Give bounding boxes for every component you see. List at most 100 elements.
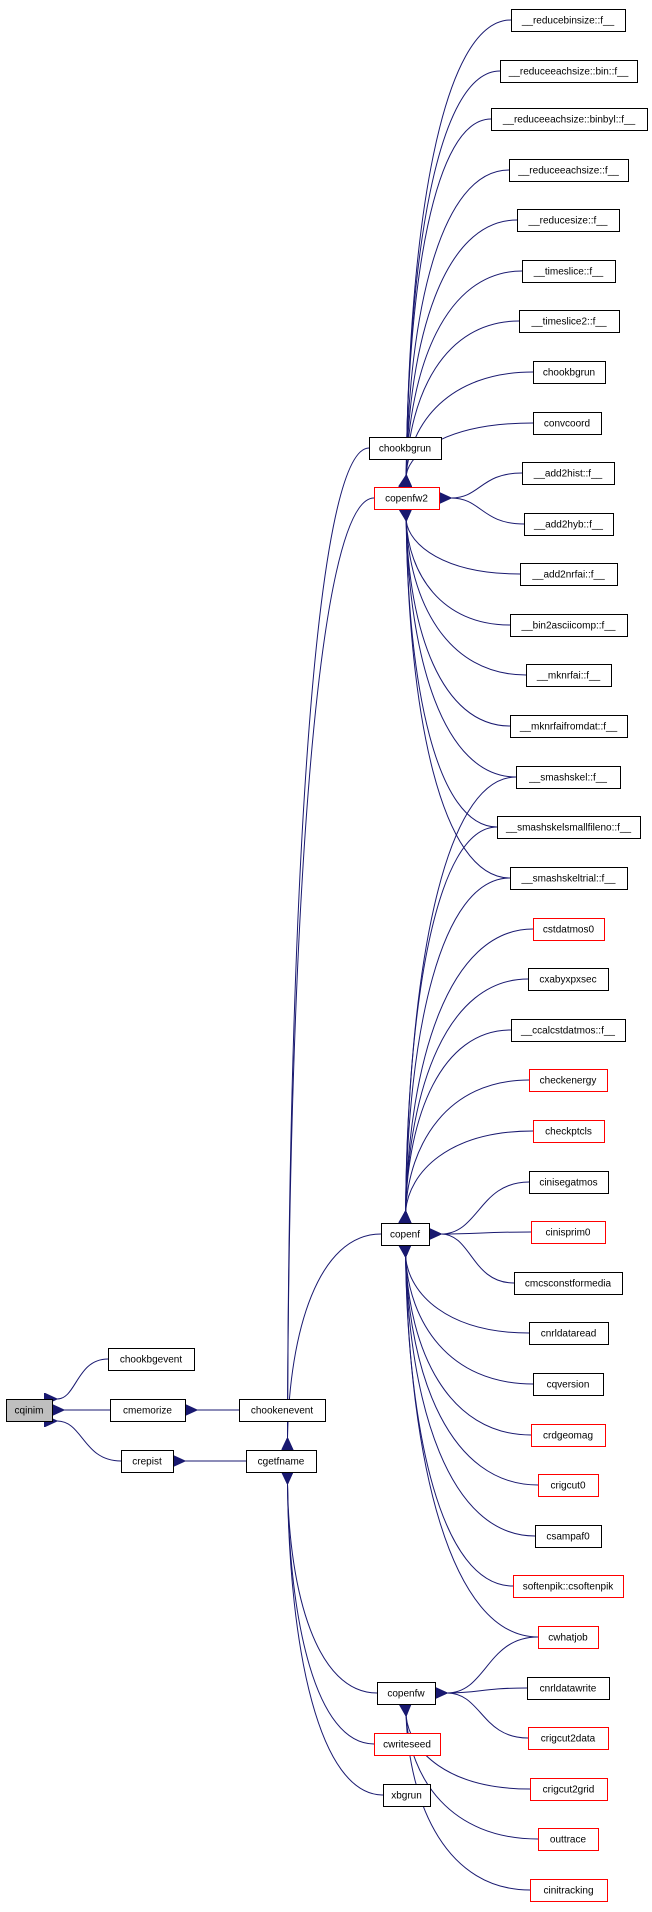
node-crigcut0[interactable]: crigcut0 bbox=[538, 1474, 599, 1497]
node-label: __add2hyb::f__ bbox=[533, 520, 603, 531]
node-box bbox=[531, 1424, 606, 1447]
node-crepist[interactable]: crepist bbox=[121, 1450, 174, 1473]
node-label: __bin2asciicomp::f__ bbox=[521, 621, 616, 632]
node-label: checkenergy bbox=[540, 1076, 597, 1087]
edge-copenfw-crigcut2grid bbox=[406, 1716, 531, 1790]
node-smashskelsmallfileno[interactable]: __smashskelsmallfileno::f__ bbox=[497, 816, 641, 839]
node-bin2asciicomp[interactable]: __bin2asciicomp::f__ bbox=[510, 614, 628, 637]
node-chookbgrun_2[interactable]: chookbgrun bbox=[533, 361, 606, 384]
node-label: softenpik::csoftenpik bbox=[523, 1582, 615, 1593]
node-label: __timeslice::f__ bbox=[533, 267, 604, 278]
edge-copenf-crigcut0 bbox=[406, 1257, 539, 1486]
node-csampaf0[interactable]: csampaf0 bbox=[535, 1525, 602, 1548]
node-cnrldatawrite[interactable]: cnrldatawrite bbox=[527, 1677, 610, 1700]
node-copenfw[interactable]: copenfw bbox=[377, 1682, 436, 1705]
node-smashskeltrial[interactable]: __smashskeltrial::f__ bbox=[510, 867, 628, 890]
node-chookbgrun_1[interactable]: chookbgrun bbox=[369, 437, 442, 460]
edge-cqinim-crepist bbox=[57, 1421, 122, 1462]
edge-copenfw2-mknrfai bbox=[406, 521, 527, 676]
node-cinisprim0[interactable]: cinisprim0 bbox=[531, 1221, 606, 1244]
node-box bbox=[533, 412, 602, 435]
node-label: outtrace bbox=[550, 1835, 587, 1846]
node-label: cstdatmos0 bbox=[543, 925, 595, 936]
node-mknrfaifromdat[interactable]: __mknrfaifromdat::f__ bbox=[510, 715, 628, 738]
edge-cgetfname-cwriteseed bbox=[288, 1484, 375, 1745]
node-label: crdgeomag bbox=[543, 1431, 593, 1442]
node-add2nrfai[interactable]: __add2nrfai::f__ bbox=[520, 563, 618, 586]
node-reducesize[interactable]: __reducesize::f__ bbox=[517, 209, 620, 232]
node-cinitracking[interactable]: cinitracking bbox=[530, 1879, 608, 1902]
node-convcoord[interactable]: convcoord bbox=[533, 412, 602, 435]
node-cgetfname[interactable]: cgetfname bbox=[246, 1450, 317, 1473]
edge-copenfw2-reducesize bbox=[406, 219, 518, 475]
node-box bbox=[246, 1450, 317, 1473]
node-label: cgetfname bbox=[258, 1457, 305, 1468]
node-box bbox=[513, 1575, 624, 1598]
node-softenpik[interactable]: softenpik::csoftenpik bbox=[513, 1575, 624, 1598]
node-chookenevent[interactable]: chookenevent bbox=[239, 1399, 326, 1422]
node-cnrldataread[interactable]: cnrldataread bbox=[529, 1322, 609, 1345]
node-cmcsconstformedia[interactable]: cmcsconstformedia bbox=[514, 1272, 623, 1295]
node-copenf[interactable]: copenf bbox=[381, 1223, 430, 1246]
node-label: copenfw bbox=[387, 1689, 425, 1700]
node-crdgeomag[interactable]: crdgeomag bbox=[531, 1424, 606, 1447]
node-label: cinitracking bbox=[543, 1886, 593, 1897]
node-checkenergy[interactable]: checkenergy bbox=[529, 1069, 608, 1092]
node-add2hist[interactable]: __add2hist::f__ bbox=[522, 462, 615, 485]
node-label: crigcut2data bbox=[541, 1734, 596, 1745]
node-timeslice2[interactable]: __timeslice2::f__ bbox=[519, 310, 620, 333]
node-crigcut2data[interactable]: crigcut2data bbox=[528, 1727, 609, 1750]
node-cwriteseed[interactable]: cwriteseed bbox=[374, 1733, 441, 1756]
edge-copenf-crdgeomag bbox=[406, 1257, 532, 1436]
node-label: __ccalcstdatmos::f__ bbox=[520, 1026, 615, 1037]
node-smashskel[interactable]: __smashskel::f__ bbox=[516, 766, 621, 789]
node-box bbox=[530, 1879, 608, 1902]
node-box bbox=[519, 310, 620, 333]
node-cinisegatmos[interactable]: cinisegatmos bbox=[529, 1171, 609, 1194]
node-label: cxabyxpxsec bbox=[539, 975, 596, 986]
node-outtrace[interactable]: outtrace bbox=[538, 1828, 599, 1851]
node-label: copenf bbox=[390, 1230, 420, 1241]
node-cqversion[interactable]: cqversion bbox=[533, 1373, 604, 1396]
node-box bbox=[538, 1474, 599, 1497]
edge-copenfw2-reducebinsize bbox=[406, 19, 512, 475]
node-reducebinsize[interactable]: __reducebinsize::f__ bbox=[511, 9, 626, 32]
node-reduceeachsize_binbyl[interactable]: __reduceeachsize::binbyl::f__ bbox=[491, 108, 648, 131]
node-checkptcls[interactable]: checkptcls bbox=[533, 1120, 605, 1143]
node-cqinim: cqinim bbox=[6, 1399, 53, 1422]
edge-cgetfname-copenfw2 bbox=[288, 497, 375, 1438]
edge-copenf-smashskelsmallfileno bbox=[406, 826, 498, 1211]
edges bbox=[57, 19, 539, 1891]
node-label: cwriteseed bbox=[383, 1740, 431, 1751]
node-cwhatjob[interactable]: cwhatjob bbox=[538, 1626, 599, 1649]
node-xbgrun[interactable]: xbgrun bbox=[383, 1784, 431, 1807]
node-add2hyb[interactable]: __add2hyb::f__ bbox=[524, 513, 614, 536]
node-cstdatmos0[interactable]: cstdatmos0 bbox=[533, 918, 605, 941]
node-box bbox=[531, 1221, 606, 1244]
node-label: chookbgevent bbox=[120, 1355, 182, 1366]
node-box bbox=[538, 1626, 599, 1649]
node-timeslice[interactable]: __timeslice::f__ bbox=[522, 260, 616, 283]
node-ccalcstdatmos[interactable]: __ccalcstdatmos::f__ bbox=[511, 1019, 626, 1042]
node-reduceeachsize_bin[interactable]: __reduceeachsize::bin::f__ bbox=[500, 60, 638, 83]
node-reduceeachsize[interactable]: __reduceeachsize::f__ bbox=[509, 159, 629, 182]
edge-copenf-checkenergy bbox=[406, 1079, 530, 1211]
node-copenfw2[interactable]: copenfw2 bbox=[374, 487, 440, 510]
node-box bbox=[517, 209, 620, 232]
node-box bbox=[522, 260, 616, 283]
node-label: crepist bbox=[132, 1457, 162, 1468]
edge-copenfw2-smashskelsmallfileno bbox=[406, 521, 498, 828]
node-label: __mknrfaifromdat::f__ bbox=[519, 722, 618, 733]
node-box bbox=[383, 1784, 431, 1807]
edge-copenf-cmcsconstformedia bbox=[441, 1234, 515, 1284]
node-cxabyxpxsec[interactable]: cxabyxpxsec bbox=[528, 968, 609, 991]
edge-copenfw2-reduceeachsize_bin bbox=[406, 70, 501, 475]
node-chookbgevent[interactable]: chookbgevent bbox=[108, 1348, 195, 1371]
node-box bbox=[377, 1682, 436, 1705]
node-box bbox=[527, 1677, 610, 1700]
node-cmemorize[interactable]: cmemorize bbox=[110, 1399, 186, 1422]
node-mknrfai[interactable]: __mknrfai::f__ bbox=[526, 664, 612, 687]
node-crigcut2grid[interactable]: crigcut2grid bbox=[530, 1778, 608, 1801]
node-label: chookbgrun bbox=[379, 444, 431, 455]
edge-copenfw2-bin2asciicomp bbox=[406, 521, 511, 626]
